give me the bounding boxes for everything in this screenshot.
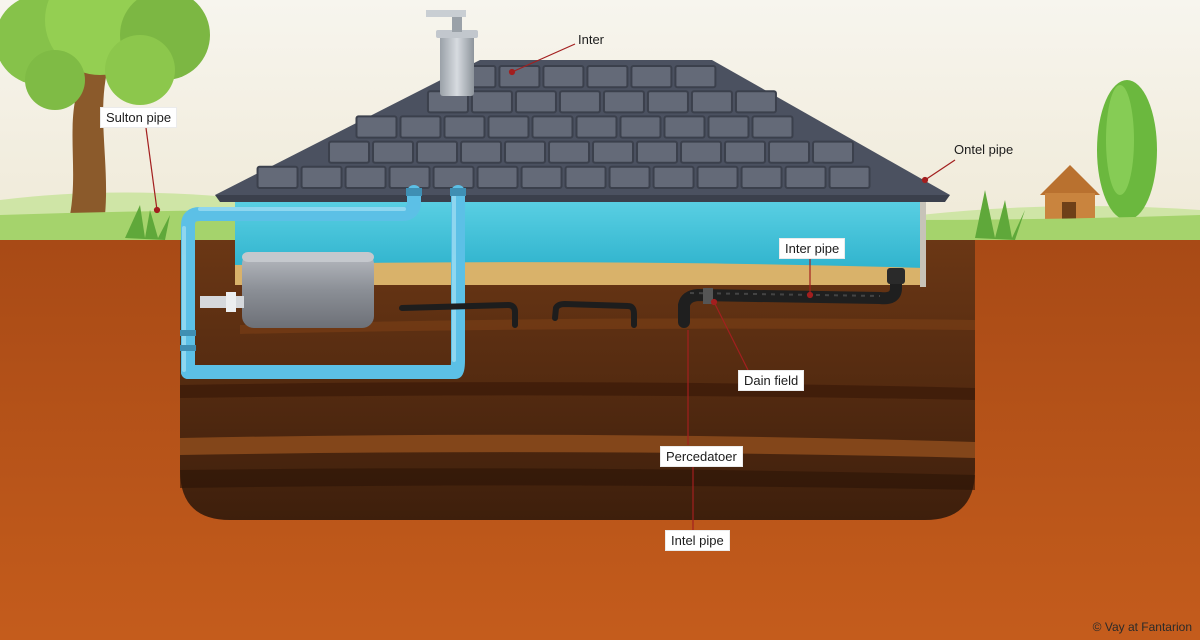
roof-shingle [416,140,459,164]
pipe-fittings [180,188,466,351]
roof-shingle [592,140,635,164]
roof-shingle [768,140,811,164]
roof-shingle [680,140,723,164]
roof-shingle [460,140,503,164]
grass-tufts [125,190,1025,240]
roof-shingle [388,165,431,190]
roof-shingle [784,165,827,190]
roof-shingle [372,140,415,164]
roof-shingle [520,165,563,190]
label-sulton-pipe: Sulton pipe [100,107,178,128]
sand-layer [235,262,925,285]
roof-shingle [487,115,530,139]
roof-shingle [740,165,783,190]
roof-shingle [432,165,475,190]
main-drain-pipe [678,269,902,328]
roof-shingle [344,165,387,190]
roof-shingle [696,165,739,190]
label-dain-field: Dain field [738,370,805,391]
tree-left [0,0,210,215]
roof [215,60,950,202]
drain-cap [887,268,905,284]
roof-shingle [355,115,398,139]
roof-shingle [548,140,591,164]
roof-shingle [564,165,607,190]
roof-shingle [734,90,777,114]
roof-shingle [514,90,557,114]
roof-shingle [504,140,547,164]
roof-shingle [619,115,662,139]
roof-shingle [608,165,651,190]
roof-shingle [751,115,794,139]
roof-shingle [476,165,519,190]
roof-shingle [558,90,601,114]
blue-pipes [181,185,465,379]
vent-stack [426,10,478,96]
roof-shingle [328,140,371,164]
roof-shingle [707,115,750,139]
roof-shingle [443,115,486,139]
label-percedatoer: Percedatoer [660,446,743,467]
leader-lines [145,43,956,530]
roof-shingle [663,115,706,139]
roof-shingle [630,65,673,89]
roof-shingle [542,65,585,89]
roof-shingle [674,65,717,89]
roof-shingle [399,115,442,139]
label-ontel-pipe: Ontel pipe [954,142,1014,157]
roof-shingle [575,115,618,139]
roof-shingle [586,65,629,89]
roof-shingle [724,140,767,164]
roof-shingle [652,165,695,190]
roof-shingle [256,165,299,190]
roof-shingle [470,90,513,114]
roof-shingle [646,90,689,114]
septic-tank [200,252,374,328]
roof-shingle [636,140,679,164]
label-inter: Inter [578,32,605,47]
roof-shingle [812,140,855,164]
label-intel-pipe: Intel pipe [665,530,730,551]
roof-shingle [690,90,733,114]
drain-field-pipes [399,300,637,328]
roof-shingle [602,90,645,114]
roof-shingle [300,165,343,190]
credit-text: © Vay at Fantarion [1092,620,1192,634]
label-inter-pipe: Inter pipe [779,238,846,259]
roof-shingle [531,115,574,139]
doghouse [1040,165,1100,221]
roof-shingle [828,165,871,190]
tree-right [1097,80,1157,220]
